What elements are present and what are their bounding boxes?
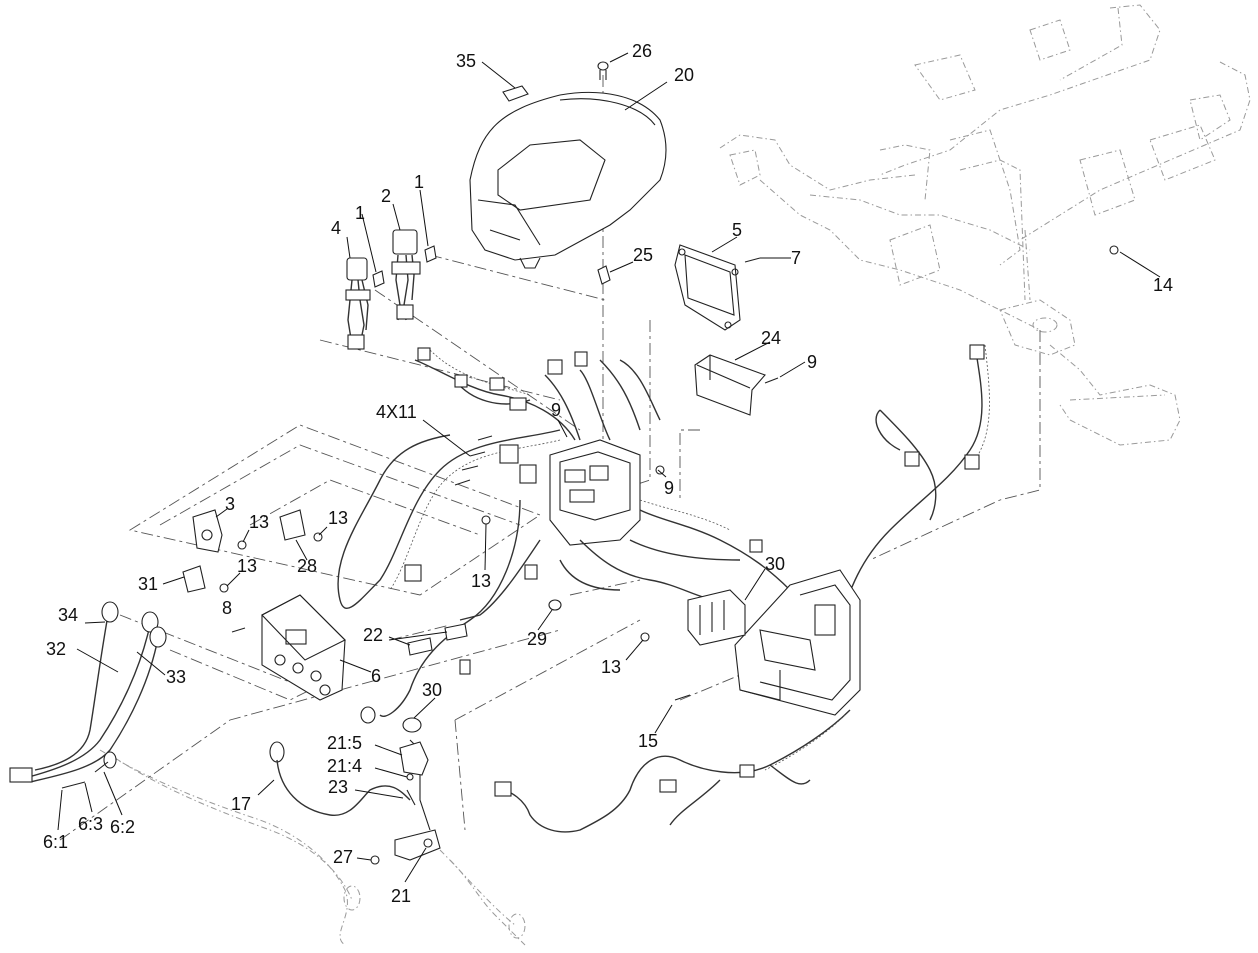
callout-1-a: 1 [414,172,424,192]
callout-31: 31 [138,574,158,594]
part-20-cover [469,91,667,269]
callout-5: 5 [732,220,742,240]
callout-1-b: 1 [355,203,365,223]
part-1-clip-a [424,245,437,263]
callout-34: 34 [58,605,78,625]
callout-13-c: 13 [237,556,257,576]
leader-lines [57,52,1161,883]
callout-7: 7 [791,248,801,268]
callout-25: 25 [633,245,653,265]
part-13-nut-c [219,583,229,593]
part-13-nut-a [237,540,247,550]
callout-28: 28 [297,556,317,576]
callout-35: 35 [456,51,476,71]
part-29-spacer [548,599,562,611]
callout-6-3: 6:3 [78,814,103,834]
callout-29: 29 [527,629,547,649]
callout-22: 22 [363,625,383,645]
callout-13-b: 13 [328,508,348,528]
battery-cables [9,601,167,783]
part-27-nut [370,855,380,865]
ghost-frame-chassis [719,4,1251,446]
part-2-harness [391,229,421,321]
callout-23: 23 [328,777,348,797]
part-8-screw [231,627,246,633]
callout-33: 33 [166,667,186,687]
part-28-bracket [279,509,306,541]
callout-32: 32 [46,639,66,659]
part-11-bolts [454,435,493,486]
callout-30-a: 30 [765,554,785,574]
callout-13-d: 13 [471,571,491,591]
ghost-lower-harness [99,749,526,946]
part-30-relays [687,589,746,646]
callout-17: 17 [231,794,251,814]
part-35-decal [502,85,529,102]
part-22-connector-fuse [360,706,376,724]
part-1-clip-b [372,270,385,288]
part-25-clip [597,265,611,285]
callout-9-a: 9 [807,352,817,372]
callout-9-b: 9 [551,400,561,420]
callout-8: 8 [222,598,232,618]
part-23-bolt [406,789,416,806]
part-17-cable [269,741,411,816]
part-22-connector [407,623,468,656]
callout-13-a: 13 [249,512,269,532]
part-9-nut-b [655,465,665,475]
callout-21-5: 21:5 [327,733,362,753]
callout-24: 24 [761,328,781,348]
callout-14: 14 [1153,275,1173,295]
part-6-controller [261,594,346,701]
callout-15: 15 [638,731,658,751]
part-13-nut-d [640,632,650,642]
right-bracket-assembly [734,569,861,716]
callout-9-c: 9 [664,478,674,498]
part-3-bracket [192,509,223,553]
callout-20: 20 [674,65,694,85]
part-7-screw [744,257,761,263]
assembly-lines [59,75,1041,841]
part-21-5-cap [399,741,429,776]
part-30-ring [402,717,422,733]
callout-6-1: 6:1 [43,832,68,852]
part-6-hardware [61,751,117,789]
part-14-nut [1109,245,1119,255]
part-4-harness [345,257,371,350]
callout-27: 27 [333,847,353,867]
part-5-plate [674,244,741,331]
part-13-nut-b [313,532,323,542]
callout-21: 21 [391,886,411,906]
part-31-bracket [182,565,206,593]
part-13-nut-e [481,515,491,525]
callout-6-2: 6:2 [110,817,135,837]
part-26-screw [597,61,609,80]
right-harness [494,344,990,833]
callout-4x11: 4X11 [376,402,417,422]
part-21-4-washer [406,773,414,781]
callout-6: 6 [371,666,381,686]
part-15-screw [674,694,691,701]
callout-26: 26 [632,41,652,61]
callout-2: 2 [381,186,391,206]
callout-labels: 35 26 20 1 2 1 4 5 25 7 14 24 9 4X11 9 9… [43,41,1173,906]
callout-30-b: 30 [422,680,442,700]
part-24-module [694,354,766,416]
callout-3: 3 [225,494,235,514]
callout-4: 4 [331,218,341,238]
part-9-screw-a [764,377,779,384]
callout-21-4: 21:4 [327,756,362,776]
callout-13-e: 13 [601,657,621,677]
